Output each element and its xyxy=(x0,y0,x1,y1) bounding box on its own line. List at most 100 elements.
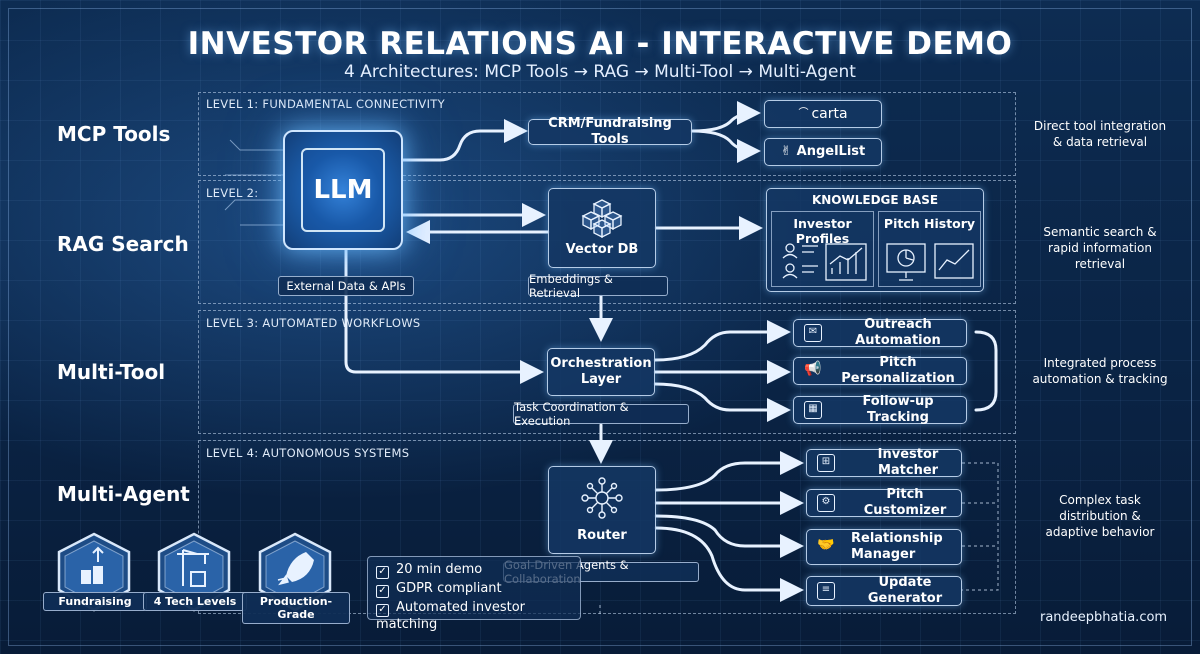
note-level-2-line: retrieval xyxy=(1074,257,1126,271)
badge-production-grade: Production-Grade xyxy=(242,532,350,624)
level-3-band xyxy=(198,310,1016,434)
carta-label: carta xyxy=(811,106,848,122)
angellist-label: AngelList xyxy=(796,144,866,159)
level-2-label: LEVEL 2: xyxy=(206,186,259,200)
kb-col-title: Pitch History xyxy=(883,216,976,231)
envelope-gear-icon: ✉ xyxy=(804,324,822,342)
coins-icon xyxy=(57,532,131,612)
crm-fundraising-tools-box[interactable]: CRM/Fundraising Tools xyxy=(528,116,692,147)
vector-db-label: Vector DB xyxy=(565,242,639,257)
chip-trace xyxy=(229,139,283,151)
arch-rag-search: RAG Search xyxy=(57,232,189,256)
wire-llm-orch xyxy=(344,248,544,384)
note-level-1-line: Direct tool integration xyxy=(1033,119,1167,133)
llm-chip[interactable]: LLM xyxy=(283,130,403,250)
wire-orch-followup xyxy=(653,382,791,422)
llm-label: LLM xyxy=(301,148,385,232)
presentation-chart-icon xyxy=(886,243,974,281)
orchestration-layer-box[interactable]: Orchestration Layer xyxy=(547,348,655,396)
badge-label: Fundraising xyxy=(43,592,147,611)
page-subtitle: 4 Architectures: MCP Tools → RAG → Multi… xyxy=(344,62,856,82)
kb-pitch-history[interactable]: Pitch History xyxy=(878,211,981,287)
megaphone-icon: 📢 xyxy=(804,361,822,377)
checklist-item-label: Automated investor matching xyxy=(376,600,526,632)
pitch-personalization-box[interactable]: 📢 Pitch Personalization xyxy=(793,355,967,386)
carta-tool-box[interactable]: ⌒carta xyxy=(764,100,882,128)
kb-investor-profiles[interactable]: Investor Profiles xyxy=(771,211,874,287)
chart-gear-icon: ⚙ xyxy=(817,494,835,512)
agent-label: Pitch Customizer xyxy=(863,487,947,518)
wire-crm-angellist xyxy=(690,129,761,163)
level-1-band xyxy=(198,92,1016,176)
update-generator-box[interactable]: ≡ Update Generator xyxy=(806,575,962,606)
orchestration-line: Layer xyxy=(580,372,622,387)
arch-multi-tool: Multi-Tool xyxy=(57,360,166,384)
wire-llm-crm xyxy=(401,119,528,162)
arch-multi-agent: Multi-Agent xyxy=(57,482,190,506)
level-4-label: LEVEL 4: AUTONOMOUS SYSTEMS xyxy=(206,446,410,460)
note-level-1-line: & data retrieval xyxy=(1052,135,1148,149)
follow-up-tracking-box[interactable]: ▦ Follow-up Tracking xyxy=(793,394,967,425)
checklist-item-label: GDPR compliant xyxy=(396,581,502,596)
victory-hand-icon: ✌ xyxy=(780,144,792,159)
badge-fundraising: Fundraising xyxy=(43,532,147,614)
cube-cluster-icon xyxy=(581,199,623,238)
chip-trace xyxy=(224,199,283,211)
site-credit[interactable]: randeepbhatia.com xyxy=(1040,610,1168,625)
wire-orch-outreach xyxy=(653,320,791,362)
handshake-icon: 🤝 xyxy=(817,537,835,553)
checklist-item-label: 20 min demo xyxy=(396,562,483,577)
note-level-3-line: Integrated process xyxy=(1043,356,1157,370)
workflow-item-label: Follow-up Tracking xyxy=(862,394,934,425)
relationship-manager-box[interactable]: 🤝 Relationship Manager xyxy=(806,529,962,565)
kb-col-title: Investor Profiles xyxy=(793,216,852,246)
checklist-item: ✓20 min demo xyxy=(376,562,482,579)
llm-tag: External Data & APIs xyxy=(278,276,414,296)
orchestration-line: Orchestration xyxy=(550,356,652,371)
knowledge-base-panel[interactable]: KNOWLEDGE BASE Investor Profiles Pitch H… xyxy=(766,188,984,292)
note-level-3: Integrated process automation & tracking xyxy=(1028,355,1172,387)
note-level-4-line: Complex task xyxy=(1059,493,1141,507)
note-level-3-line: automation & tracking xyxy=(1032,372,1168,386)
agent-label: Update Generator xyxy=(867,575,943,606)
wire-crm-carta xyxy=(690,101,761,133)
router-box[interactable]: Router xyxy=(548,466,656,554)
badge-label: 4 Tech Levels xyxy=(143,592,247,611)
calendar-clock-icon: ▦ xyxy=(804,401,822,419)
note-level-4-line: distribution & xyxy=(1059,509,1141,523)
orchestration-tag: Task Coordination & Execution xyxy=(513,400,689,428)
feature-checklist: ✓20 min demo ✓GDPR compliant ✓Automated … xyxy=(367,556,581,632)
vector-db-box[interactable]: Vector DB xyxy=(548,188,656,268)
agent-label: Investor Matcher xyxy=(877,447,939,478)
note-level-2-line: rapid information xyxy=(1048,241,1152,255)
document-icon: ≡ xyxy=(817,582,835,600)
note-level-2: Semantic search & rapid information retr… xyxy=(1030,224,1170,272)
level-2-band xyxy=(198,180,1016,304)
crane-icon xyxy=(157,532,231,612)
arch-mcp-tools: MCP Tools xyxy=(57,122,171,146)
network-hub-icon xyxy=(581,477,623,519)
workflow-item-label: Outreach Automation xyxy=(855,317,941,348)
knowledge-base-title: KNOWLEDGE BASE xyxy=(811,193,939,207)
angellist-tool-box[interactable]: ✌ AngelList xyxy=(764,138,882,166)
outer-frame xyxy=(8,8,1192,646)
level-3-label: LEVEL 3: AUTOMATED WORKFLOWS xyxy=(206,316,421,330)
outreach-automation-box[interactable]: ✉ Outreach Automation xyxy=(793,317,967,348)
investor-matcher-box[interactable]: ⊞Investor Matcher xyxy=(806,447,962,478)
level-1-label: LEVEL 1: FUNDAMENTAL CONNECTIVITY xyxy=(206,97,445,111)
pitch-customizer-box[interactable]: ⚙ Pitch Customizer xyxy=(806,487,962,518)
note-level-4: Complex task distribution & adaptive beh… xyxy=(1030,492,1170,540)
wire-router-relationship xyxy=(654,514,804,558)
router-label: Router xyxy=(577,528,627,543)
wire-router-matcher xyxy=(654,451,804,492)
workflow-item-label: Pitch Personalization xyxy=(841,355,955,386)
note-level-2-line: Semantic search & xyxy=(1043,225,1157,239)
profile-chart-icon xyxy=(782,243,867,281)
badge-label: Production-Grade xyxy=(242,592,350,624)
wire-feedback-loop xyxy=(974,330,998,412)
agent-label: Relationship Manager xyxy=(851,531,943,562)
vector-db-tag: Embeddings & Retrieval xyxy=(528,272,668,300)
wire-router-update xyxy=(654,526,804,602)
note-level-1: Direct tool integration & data retrieval xyxy=(1030,118,1170,150)
